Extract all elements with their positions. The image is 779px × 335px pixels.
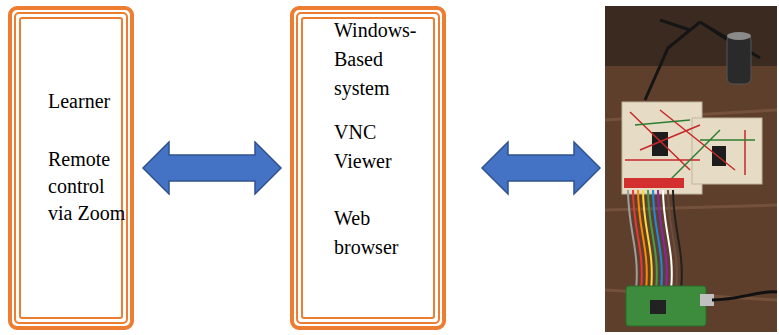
ribbon-wire [628, 190, 637, 290]
webcam [727, 34, 751, 84]
box-border-line [10, 8, 132, 328]
header-connector [624, 178, 684, 188]
ribbon-wire [673, 190, 682, 290]
box-border-line [292, 8, 444, 328]
box-heading: Windows-Based system [334, 16, 428, 103]
box-text: Web browser [334, 204, 428, 262]
ribbon-wire [633, 190, 642, 290]
box-border-line [15, 13, 127, 323]
ribbon-wire [658, 190, 667, 290]
power-cable [712, 292, 777, 300]
ribbon-cable [628, 190, 682, 290]
camera-stand [645, 20, 760, 100]
box-text: Remote control via Zoom [48, 146, 128, 227]
box-border-line [297, 13, 439, 323]
ribbon-wire [643, 190, 652, 290]
chip [712, 146, 726, 166]
usb-port [700, 294, 714, 306]
process-box: LearnerRemote control via Zoom [8, 6, 134, 330]
ribbon-wire [648, 190, 657, 290]
block-double-arrow [482, 142, 600, 194]
raspberry-pi-board [626, 286, 706, 326]
block-double-arrow [143, 142, 281, 194]
ribbon-wire [638, 190, 647, 290]
ribbon-wire [663, 190, 672, 290]
ribbon-wire [653, 190, 662, 290]
process-box: Windows-Based systemVNC ViewerWeb browse… [290, 6, 446, 330]
webcam-top [727, 32, 751, 40]
soc-chip [650, 300, 666, 314]
box-heading: Learner [48, 88, 128, 115]
hardware-photo [605, 6, 777, 332]
ribbon-wire [668, 190, 677, 290]
jumper-wires [635, 120, 755, 180]
breadboard [692, 118, 762, 184]
table-surface [605, 6, 777, 332]
box-text: VNC Viewer [334, 118, 428, 176]
